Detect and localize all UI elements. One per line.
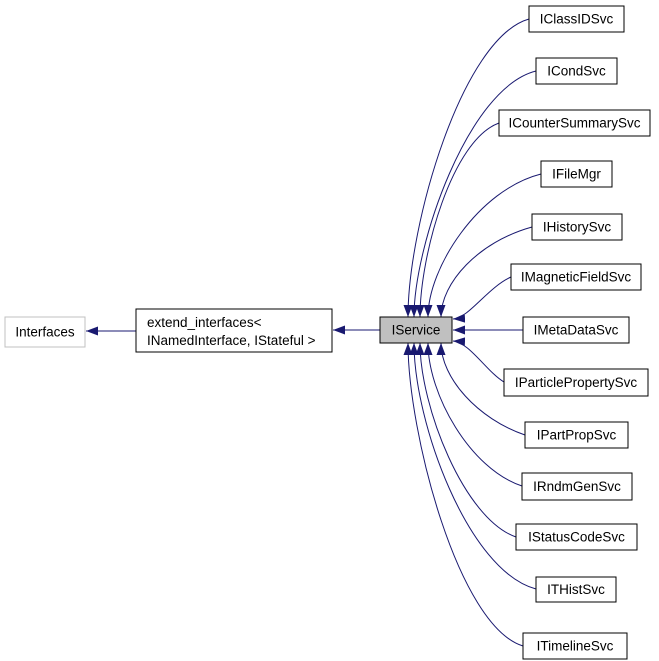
- inheritance-edge-ithistsvc-to-iservice: [409, 342, 537, 590]
- inheritance-edge-icountersummarysvc-to-iservice: [415, 122, 500, 318]
- inheritance-edge-iclassidsvc-to-iservice: [403, 18, 530, 318]
- class-node-box[interactable]: [379, 316, 453, 344]
- class-node-label: ITHistSvc: [547, 582, 605, 597]
- class-node-label: ICounterSummarySvc: [508, 116, 640, 131]
- class-node-irndmgensvc[interactable]: IRndmGenSvc: [521, 472, 633, 501]
- class-node-iclassidsvc[interactable]: IClassIDSvc: [528, 5, 625, 33]
- inheritance-edge-imagneticfieldsvc-to-iservice: [452, 276, 512, 323]
- class-node-label: IPartPropSvc: [537, 428, 617, 443]
- class-node-icountersummarysvc[interactable]: ICounterSummarySvc: [498, 109, 651, 137]
- class-node-icondsvc[interactable]: ICondSvc: [535, 57, 618, 85]
- class-node-label: ICondSvc: [547, 64, 606, 79]
- inheritance-edge-iparticlepropertysvc-to-iservice: [452, 337, 505, 383]
- class-node-label: IService: [392, 323, 441, 338]
- class-node-box[interactable]: [510, 263, 642, 291]
- class-node-box[interactable]: [531, 213, 623, 241]
- class-node-ithistsvc[interactable]: ITHistSvc: [535, 576, 617, 603]
- class-node-label: IRndmGenSvc: [533, 479, 621, 494]
- inheritance-edge-itimelinesvc-to-iservice: [403, 342, 524, 647]
- class-node-label: IMetaDataSvc: [534, 323, 619, 338]
- class-node-ihistorysvc[interactable]: IHistorySvc: [531, 213, 623, 241]
- class-node-label: IMagneticFieldSvc: [521, 270, 632, 285]
- class-node-box[interactable]: [522, 632, 628, 660]
- class-node-label: IClassIDSvc: [540, 12, 614, 27]
- class-node-box[interactable]: [540, 160, 613, 188]
- class-node-imetadatasvc[interactable]: IMetaDataSvc: [522, 316, 630, 344]
- class-node-box[interactable]: [535, 57, 618, 85]
- class-node-iparticlepropertysvc[interactable]: IParticlePropertySvc: [503, 368, 649, 397]
- inheritance-edge-ipartpropsvc-to-iservice: [436, 342, 526, 436]
- class-node-box[interactable]: [498, 109, 651, 137]
- class-node-box[interactable]: [521, 472, 633, 501]
- class-node-ipartpropsvc[interactable]: IPartPropSvc: [524, 421, 629, 449]
- class-node-iservice[interactable]: IService: [379, 316, 453, 344]
- class-node-box[interactable]: [515, 523, 638, 551]
- class-node-istatuscodesvc[interactable]: IStatusCodeSvc: [515, 523, 638, 551]
- class-node-label: ITimelineSvc: [537, 639, 614, 654]
- class-node-label: IStatusCodeSvc: [528, 530, 625, 545]
- class-node-box[interactable]: [4, 316, 86, 348]
- class-node-extend-interfaces[interactable]: extend_interfaces< INamedInterface, ISta…: [135, 308, 333, 353]
- class-node-label: extend_interfaces<: [147, 315, 262, 330]
- inheritance-edge-icondsvc-to-iservice: [409, 70, 537, 318]
- class-node-imagneticfieldsvc[interactable]: IMagneticFieldSvc: [510, 263, 642, 291]
- class-node-label: Interfaces: [15, 325, 75, 340]
- class-node-box[interactable]: [524, 421, 629, 449]
- class-node-interfaces[interactable]: Interfaces: [4, 316, 86, 348]
- inheritance-edge-istatuscodesvc-to-iservice: [415, 342, 517, 538]
- inheritance-edge-ihistorysvc-to-iservice: [436, 226, 533, 318]
- class-node-label: IHistorySvc: [543, 220, 612, 235]
- class-node-box[interactable]: [135, 308, 333, 353]
- class-node-itimelinesvc[interactable]: ITimelineSvc: [522, 632, 628, 660]
- class-node-box[interactable]: [528, 5, 625, 33]
- class-node-box[interactable]: [503, 368, 649, 397]
- class-node-box[interactable]: [535, 576, 617, 603]
- class-node-box[interactable]: [522, 316, 630, 344]
- inheritance-edge-ifilemgr-to-iservice: [423, 173, 542, 318]
- inheritance-edge-irndmgensvc-to-iservice: [423, 342, 523, 487]
- class-node-ifilemgr[interactable]: IFileMgr: [540, 160, 613, 188]
- class-node-label: INamedInterface, IStateful >: [147, 333, 316, 348]
- class-node-label: IFileMgr: [552, 167, 601, 182]
- class-node-label: IParticlePropertySvc: [515, 375, 638, 390]
